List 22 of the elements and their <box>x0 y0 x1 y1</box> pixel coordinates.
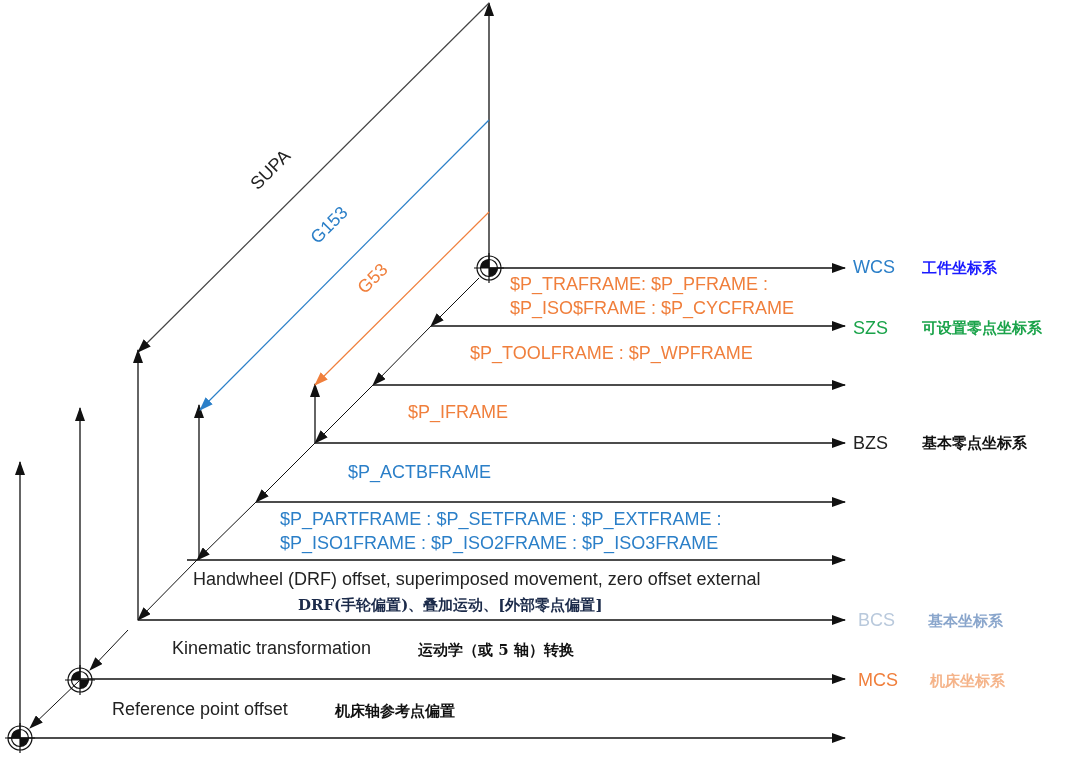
axis-name: BCS <box>858 609 895 632</box>
chinese-caption: 基本坐标系 <box>928 611 1003 632</box>
chinese-caption: 工件坐标系 <box>922 258 997 279</box>
chinese-caption: 基本零点坐标系 <box>922 433 1027 454</box>
frame-variable-text: $P_TOOLFRAME : $P_WPFRAME <box>470 342 753 365</box>
axis-name: MCS <box>858 669 898 692</box>
chinese-caption: 机床轴参考点偏置 <box>335 701 455 722</box>
frame-variable-text: $P_IFRAME <box>408 401 509 424</box>
axis-name: SZS <box>853 317 888 340</box>
axis-name: BZS <box>853 432 888 455</box>
frame-variable-text: $P_PARTFRAME : $P_SETFRAME : $P_EXTFRAME : $P_ISO1FRAME : $P_ISO2FRAME : $P_ISO3FRAME <box>280 508 723 555</box>
chinese-caption: 机床坐标系 <box>930 671 1005 692</box>
command-label: G53 <box>352 258 393 299</box>
offset-description: Handwheel (DRF) offset, superimposed movement, zero offset external <box>193 568 761 591</box>
chinese-caption: 运动学（或 5 轴）转换 <box>418 640 574 661</box>
offset-description: Kinematic transformation <box>172 637 372 660</box>
chinese-caption: 可设置零点坐标系 <box>922 318 1042 339</box>
axis-name: WCS <box>853 256 895 279</box>
frame-variable-text: $P_ACTBFRAME <box>348 461 492 484</box>
chinese-caption: DRF(手轮偏置)、叠加运动、[外部零点偏置] <box>298 595 603 616</box>
offset-description: Reference point offset <box>112 698 288 721</box>
frame-variable-text: $P_TRAFRAME: $P_PFRAME : $P_ISO$FRAME : $P_CYCFRAME <box>510 273 796 320</box>
